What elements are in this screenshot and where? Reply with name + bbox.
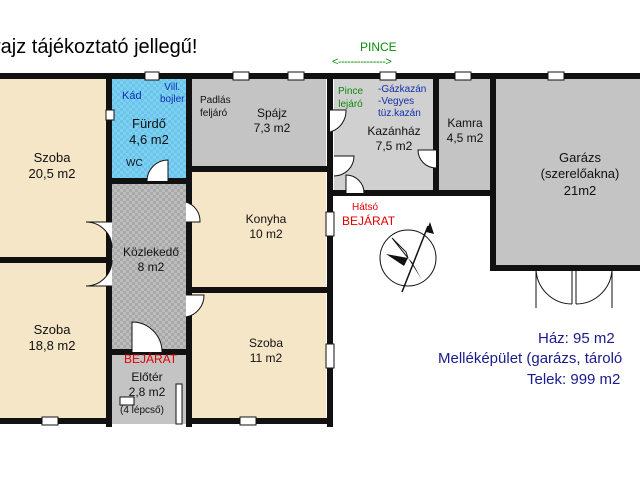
room-kazanhaz [334, 78, 434, 190]
room-name: Szoba [33, 322, 71, 337]
steps-label: (4 lépcső) [120, 405, 164, 416]
pince-arrow: <---------------> [332, 56, 392, 68]
room-label-szoba-1: Szoba 20,5 m2 [2, 150, 102, 183]
room-label-szoba-3: Szoba 11 m2 [206, 336, 326, 366]
pince-lejaro-label: Pince lejáró [338, 86, 364, 110]
room-name: Szoba [248, 336, 284, 350]
wc-label: WC [126, 158, 143, 169]
padlas-label: Padlás feljáró [200, 95, 231, 119]
room-sub: (szerelőakna) [540, 166, 620, 182]
boiler-label: Vill. bojler [160, 82, 185, 105]
room-area: 4,5 m2 [446, 131, 484, 145]
room-label-kozlekedo: Közlekedő 8 m2 [112, 245, 190, 275]
room-label-konyha: Konyha 10 m2 [206, 212, 326, 242]
room-area: 4,6 m2 [129, 132, 169, 148]
summary-telek: Telek: 999 m2 [527, 371, 621, 388]
room-name: Konyha [245, 212, 287, 226]
room-label-spajz: Spájz 7,3 m2 [236, 106, 308, 136]
room-szoba-1 [0, 78, 106, 258]
room-konyha [192, 172, 326, 288]
room-area: 20,5 m2 [28, 166, 76, 182]
compass-icon [379, 222, 437, 293]
room-label-furdo: Fürdő 4,6 m2 [112, 116, 186, 149]
room-area: 2,8 m2 [128, 385, 166, 399]
main-entrance-label: BEJÁRAT [124, 352, 178, 366]
plan-title: rajz tájékoztató jellegű! [0, 36, 198, 58]
room-name: Fürdő [132, 116, 166, 131]
room-name: Garázs [559, 150, 601, 165]
room-garazs [496, 78, 640, 266]
room-kozlekedo [112, 184, 186, 350]
room-szoba-3 [192, 292, 326, 418]
room-area: 21m2 [563, 182, 597, 198]
room-name: Szoba [33, 150, 71, 165]
room-szoba-2 [0, 262, 106, 418]
room-name: Előtér [131, 370, 163, 384]
room-label-kazanhaz: Kazánház 7,5 m2 [358, 124, 430, 154]
summary-haz: Ház: 95 m2 [538, 330, 615, 347]
summary-mellek: Melléképület (garázs, tároló [438, 350, 623, 367]
room-label-kamra: Kamra 4,5 m2 [438, 116, 492, 146]
room-label-garazs: Garázs (szerelőakna) 21m2 [520, 150, 640, 199]
room-area: 10 m2 [249, 227, 283, 241]
room-label-szoba-2: Szoba 18,8 m2 [2, 322, 102, 355]
room-area: 8 m2 [137, 260, 165, 274]
back-entrance-top: Hátsó [352, 202, 379, 213]
room-label-eloter: Előtér 2,8 m2 [112, 370, 182, 400]
room-eloter [112, 354, 186, 424]
room-area: 18,8 m2 [28, 338, 76, 354]
room-area: 11 m2 [249, 351, 283, 365]
room-kamra [438, 78, 490, 190]
kad-label: Kád [122, 90, 142, 102]
room-furdo [112, 78, 186, 178]
room-area: 7,3 m2 [253, 121, 291, 135]
pince-label: PINCE [360, 40, 397, 54]
back-entrance-bottom: BEJÁRAT [342, 214, 396, 228]
room-padlas [192, 78, 326, 166]
room-name: Kamra [447, 116, 483, 130]
room-name: Kazánház [367, 124, 421, 138]
room-area: 7,5 m2 [375, 139, 413, 153]
kazan-types-label: -Gázkazán -Vegyes tüz.kazán [378, 84, 427, 119]
room-name: Spájz [256, 106, 288, 120]
room-name: Közlekedő [122, 245, 180, 259]
